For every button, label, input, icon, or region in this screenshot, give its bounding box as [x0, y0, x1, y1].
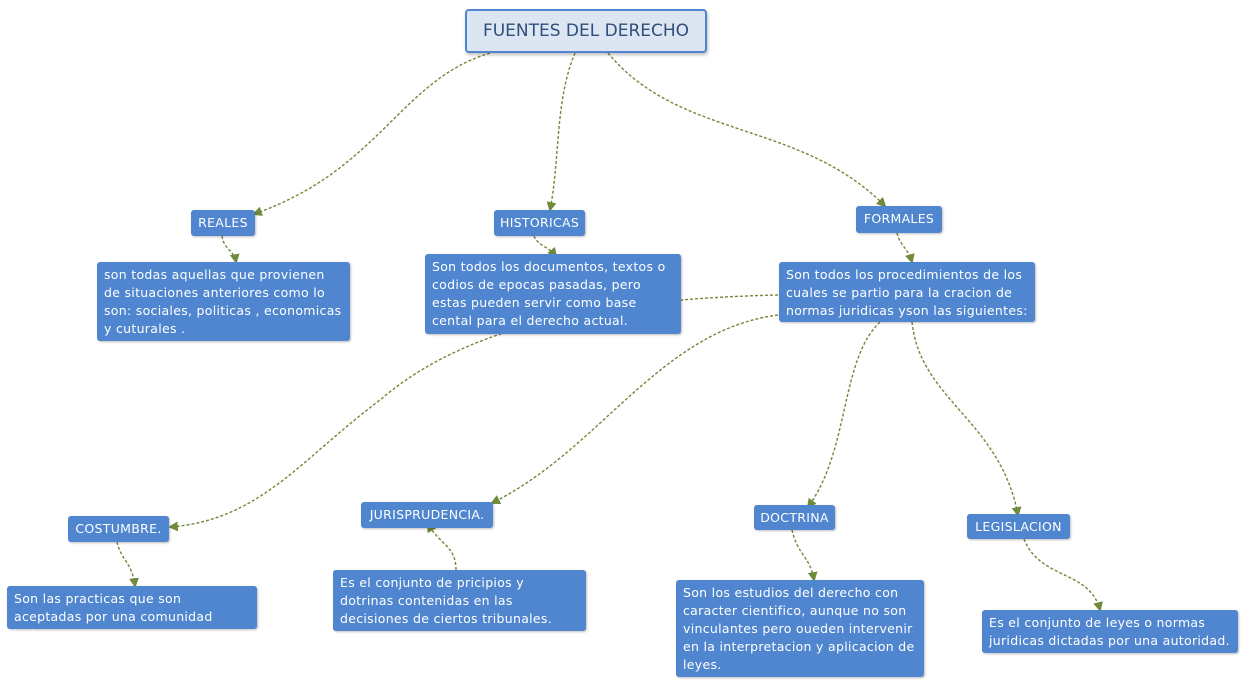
connector-legislacion-desc — [1023, 538, 1103, 612]
node-formales-description[interactable]: Son todos los procedimientos de los cual… — [779, 262, 1035, 322]
node-costumbre[interactable]: COSTUMBRE. — [68, 516, 169, 542]
node-historicas[interactable]: HISTORICAS — [494, 210, 585, 236]
node-doctrina-description[interactable]: Son los estudios del derecho con caracte… — [676, 580, 924, 677]
node-costumbre-description[interactable]: Son las practicas que son aceptadas por … — [7, 586, 257, 642]
connector-root-reales — [252, 52, 491, 217]
node-jurisprudencia-description[interactable]: Es el conjunto de pricipios y dotrinas c… — [333, 570, 586, 631]
node-legislacion[interactable]: LEGISLACION — [967, 514, 1070, 539]
node-doctrina[interactable]: DOCTRINA — [754, 505, 835, 530]
connector-root-historicas — [546, 52, 576, 212]
connector-historicas-desc — [533, 235, 558, 258]
node-jurisprudencia[interactable]: JURISPRUDENCIA. — [361, 502, 493, 528]
connector-doctrina-desc — [791, 529, 818, 582]
root-node[interactable]: FUENTES DEL DERECHO — [465, 9, 707, 53]
connector-formales-legislacion — [911, 321, 1022, 517]
node-formales[interactable]: FORMALES — [856, 206, 942, 233]
node-reales-description[interactable]: son todas aquellas que provienen de situ… — [97, 262, 350, 341]
root-title: FUENTES DEL DERECHO — [482, 21, 690, 41]
connector-formales-desc — [896, 232, 915, 264]
connector-jurisprudencia-desc — [427, 522, 457, 571]
node-historicas-description[interactable]: Son todos los documentos, textos o codio… — [425, 254, 681, 334]
connector-root-formales — [607, 52, 887, 208]
connector-costumbre-desc — [116, 541, 139, 588]
node-reales[interactable]: REALES — [191, 210, 255, 236]
node-legislacion-description[interactable]: Es el conjunto de leyes o normas juridic… — [982, 610, 1238, 653]
connector-formales-jurisprudencia — [490, 314, 779, 504]
connector-reales-desc — [221, 235, 240, 264]
connector-formales-doctrina — [806, 321, 881, 509]
